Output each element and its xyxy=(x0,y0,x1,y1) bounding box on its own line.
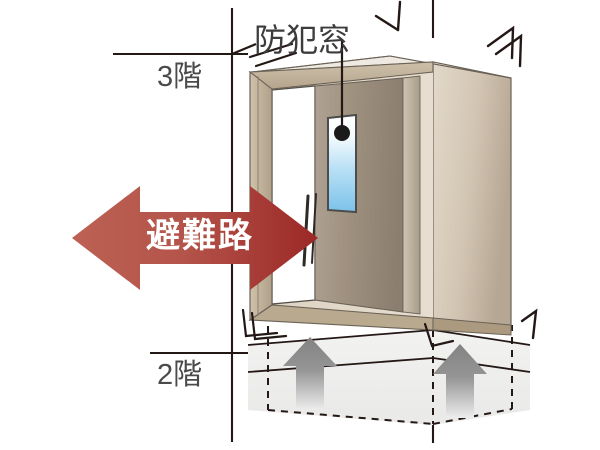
callout-leaders xyxy=(231,40,344,128)
balcony-enclosure xyxy=(248,55,512,336)
corner-brackets xyxy=(374,0,538,340)
floor-label-upper: 3階 xyxy=(157,61,203,93)
security-window-glass xyxy=(327,113,357,214)
hatch-marks xyxy=(241,42,455,348)
callout-dot xyxy=(334,125,350,141)
floor-label-lower: 2階 xyxy=(157,359,203,391)
security-window-label: 防犯窓 xyxy=(254,22,351,58)
up-arrow-right xyxy=(433,344,487,418)
floor-below-slab xyxy=(247,325,531,425)
escape-route-arrow xyxy=(72,186,318,290)
up-arrow-left xyxy=(283,337,337,410)
